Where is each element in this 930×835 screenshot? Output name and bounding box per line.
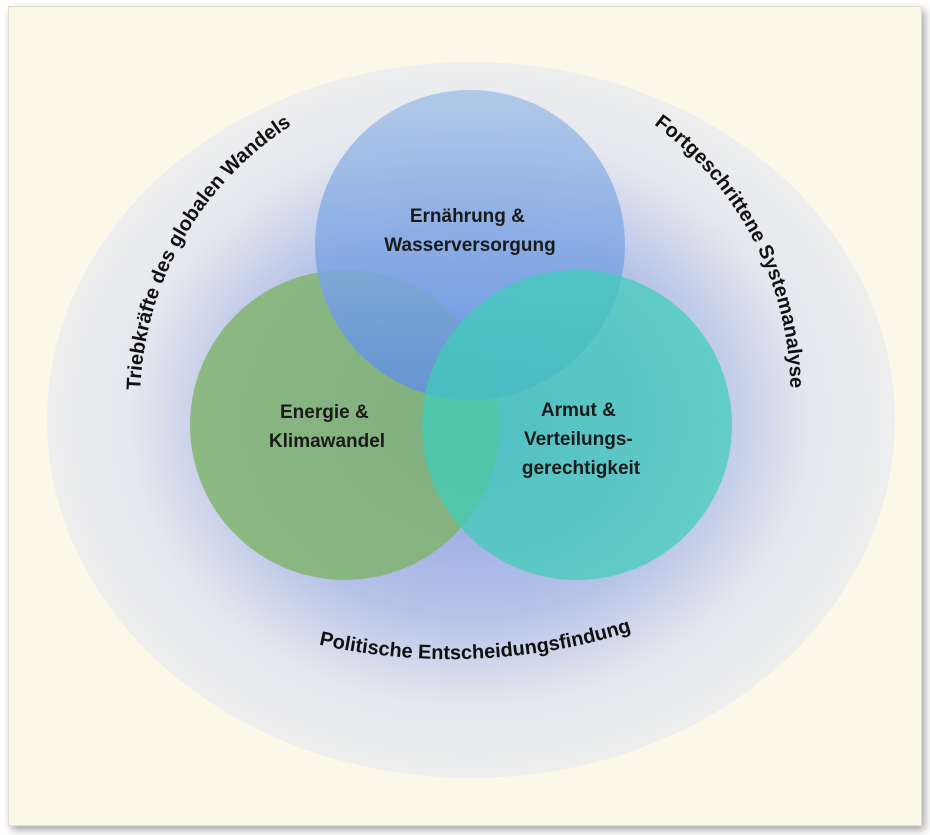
label-armut: Armut & Verteilungs- gerechtigkeit [522,400,641,479]
circle-armut-verteilungsgerechtigkeit [422,270,732,580]
label-ernaehrung: Ernährung & Wasserversorgung [384,206,555,256]
label-energie: Energie & Klimawandel [269,402,385,452]
